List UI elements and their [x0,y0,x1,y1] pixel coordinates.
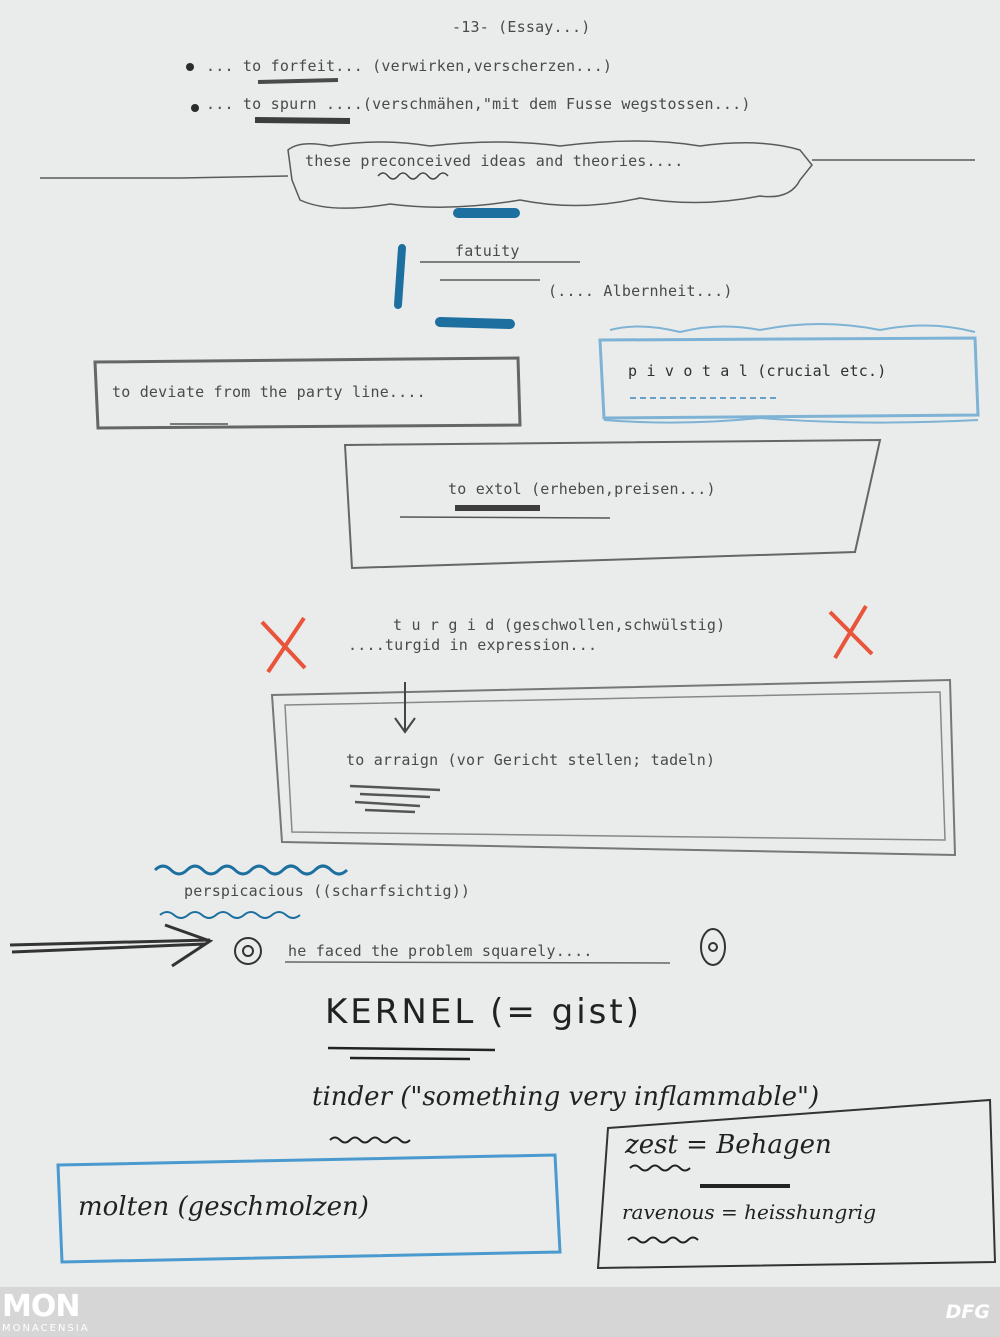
monacensia-label: MONACENSIA [2,1323,90,1334]
entry-spurn: ... to spurn ....(verschmähen,"mit dem F… [206,95,751,113]
blue-squiggle [153,864,349,876]
page-header: -13- (Essay...) [452,18,591,36]
underline-mark [327,1046,496,1061]
entry-turgid-expression: ....turgid in expression... [348,636,598,654]
handwritten-molten: molten (geschmolzen) [78,1192,369,1222]
target-icon [242,945,254,957]
target-icon [234,937,262,965]
blue-box-outline [56,1153,562,1264]
entry-deviate: to deviate from the party line.... [112,383,426,401]
entry-squarely: he faced the problem squarely.... [288,942,593,960]
box-outline [284,691,946,841]
handwritten-zest: zest = Behagen [625,1130,832,1160]
entry-pivotal: p i v o t a l (crucial etc.) [628,362,887,380]
blue-mark [435,317,515,329]
entry-preconceived: these preconceived ideas and theories...… [305,152,684,170]
archive-footer: MON MONACENSIA DFG [0,1287,1000,1337]
pencil-markings [9,63,997,1270]
blue-box-outline [603,416,979,424]
entry-forfeit: ... to forfeit... (verwirken,verscherzen… [206,57,613,75]
blue-mark [394,244,406,309]
entry-extol: to extol (erheben,preisen...) [448,480,716,498]
entry-albernheit: (.... Albernheit...) [548,282,733,300]
arrow-down-icon [394,682,416,734]
box-outline [93,356,522,430]
dfg-logo: DFG [945,1301,990,1323]
entry-perspicacious: perspicacious ((scharfsichtig)) [184,882,471,900]
arrow-right-icon [9,923,214,968]
red-cross-icon [828,604,874,660]
underline-mark [257,78,339,84]
cloud-outline [40,140,975,209]
bullet-icon [186,63,194,71]
box-outline [270,678,957,857]
target-icon [708,942,718,952]
box-outline [596,1098,997,1270]
red-cross-icon [260,616,307,674]
monacensia-logo: MON [2,1289,80,1324]
manuscript-page: -13- (Essay...) ... to forfeit... (verwi… [0,0,1000,1287]
blue-box-outline [609,323,976,334]
underline-mark [284,961,671,964]
blue-box-outline [598,336,980,420]
scribble-mark [349,784,441,814]
underline-mark [254,117,351,124]
underline-mark [399,516,611,519]
handwritten-kernel: KERNEL (= gist) [325,992,642,1032]
bullet-icon [191,104,199,112]
box-outline [343,438,882,570]
blue-squiggle [159,911,301,919]
handwritten-tinder: tinder ("something very inflammable") [312,1082,820,1112]
squiggle-mark [377,172,449,180]
target-icon [700,928,726,966]
entry-turgid: t u r g i d (geschwollen,schwülstig) [393,616,726,634]
entry-fatuity: fatuity [455,242,520,260]
squiggle-mark [329,1136,411,1144]
squiggle-mark [627,1236,699,1244]
entry-arraign: to arraign (vor Gericht stellen; tadeln) [346,751,716,769]
squiggle-mark [629,1164,691,1172]
handwritten-ravenous: ravenous = heisshungrig [622,1200,877,1224]
